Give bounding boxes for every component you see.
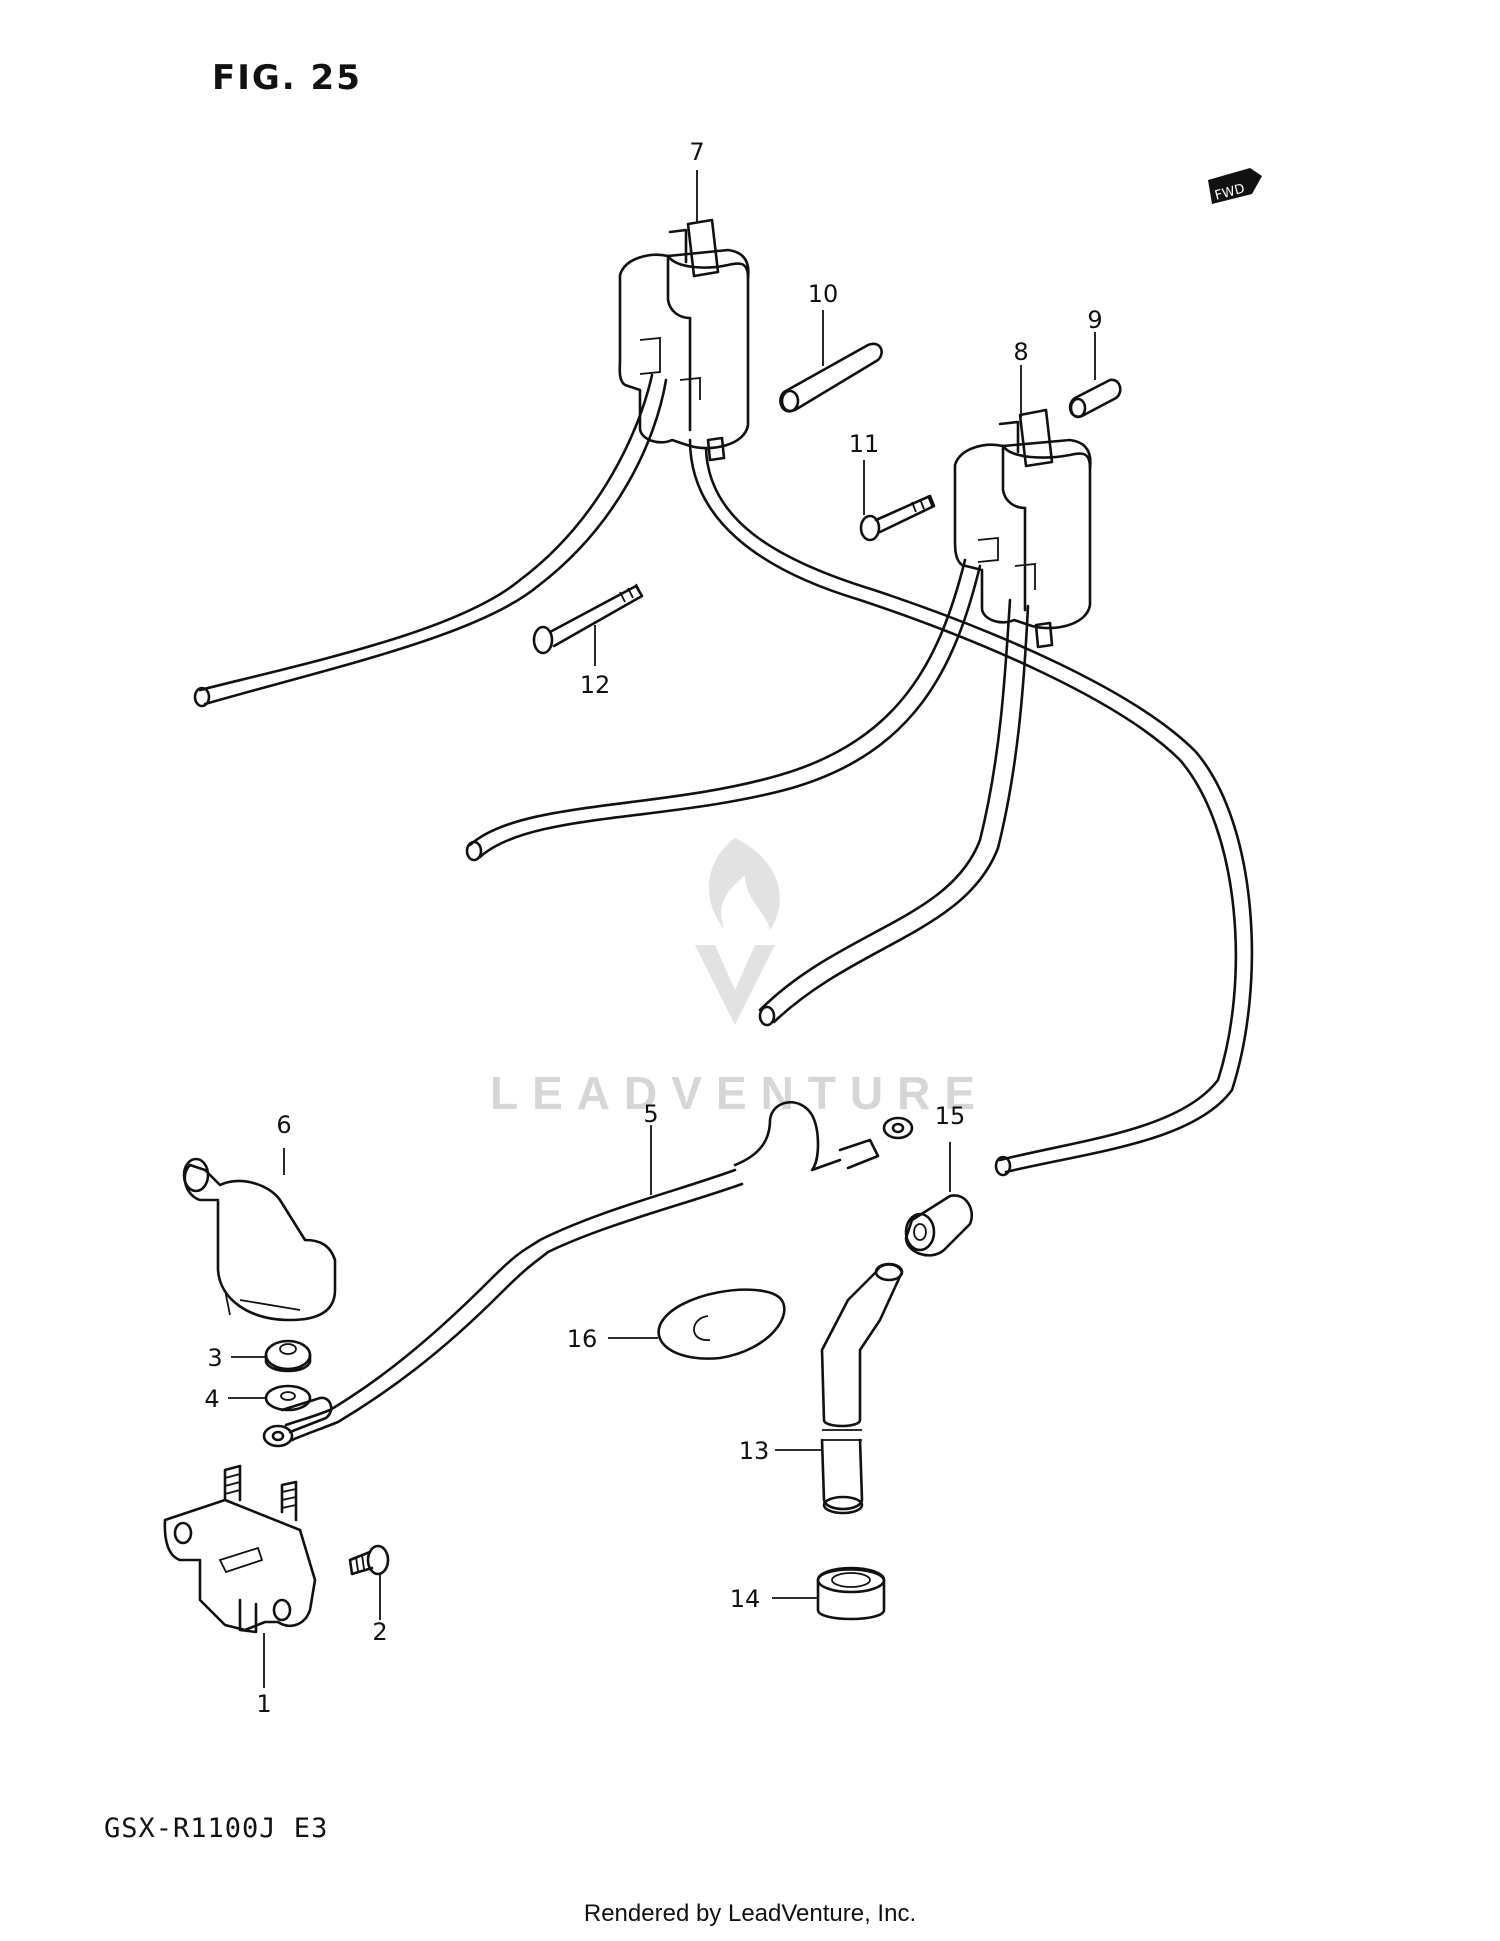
callout-16: 16 bbox=[567, 1325, 598, 1353]
cap-14 bbox=[816, 1566, 886, 1621]
grommet-16 bbox=[657, 1288, 786, 1360]
callout-5: 5 bbox=[643, 1100, 658, 1128]
spark-plug-cap-13 bbox=[820, 1262, 904, 1515]
washer-4 bbox=[264, 1384, 312, 1412]
nut-3 bbox=[264, 1339, 312, 1373]
bolt-12 bbox=[532, 583, 644, 655]
coil-8-lead-left bbox=[468, 558, 967, 847]
callout-13: 13 bbox=[739, 1437, 770, 1465]
footer-credit: Rendered by LeadVenture, Inc. bbox=[583, 1900, 917, 1927]
terminal-cover-6 bbox=[182, 1157, 337, 1322]
coil-7-lead-right bbox=[688, 438, 1238, 1162]
callout-11: 11 bbox=[849, 430, 880, 458]
wire-sleeve-9 bbox=[1068, 378, 1122, 419]
figure-title: FIG. 25 bbox=[212, 58, 362, 98]
watermark-text: LEADVENTURE bbox=[490, 1067, 990, 1119]
watermark-logo bbox=[695, 838, 780, 1025]
callout-6: 6 bbox=[276, 1111, 291, 1139]
callout-14: 14 bbox=[730, 1585, 761, 1613]
ignition-coil-8 bbox=[953, 408, 1092, 649]
coil-7-lead-left bbox=[198, 373, 654, 692]
callout-3: 3 bbox=[207, 1344, 222, 1372]
callout-9: 9 bbox=[1087, 306, 1102, 334]
callout-2: 2 bbox=[372, 1618, 387, 1646]
fwd-arrow-icon: FWD bbox=[1208, 168, 1262, 204]
cap-15 bbox=[904, 1194, 973, 1257]
screw-2 bbox=[348, 1544, 390, 1576]
wire-sleeve-10 bbox=[779, 342, 883, 413]
callout-10: 10 bbox=[808, 280, 839, 308]
callout-7: 7 bbox=[689, 138, 704, 166]
bolt-11 bbox=[859, 494, 936, 542]
starter-relay-1 bbox=[163, 1464, 317, 1634]
ground-lead-5 bbox=[262, 1100, 914, 1448]
callout-8: 8 bbox=[1013, 338, 1028, 366]
callout-12: 12 bbox=[580, 671, 611, 699]
model-code: GSX-R1100J E3 bbox=[104, 1813, 329, 1844]
callout-15: 15 bbox=[935, 1102, 966, 1130]
coil-8-lead-right bbox=[758, 598, 1012, 1012]
callout-1: 1 bbox=[256, 1690, 271, 1718]
ignition-coil-7 bbox=[618, 218, 750, 462]
leader-lines bbox=[228, 170, 1096, 1688]
callout-labels: 1 2 3 4 5 6 7 8 9 10 11 12 13 14 15 16 bbox=[204, 138, 1102, 1718]
callout-4: 4 bbox=[204, 1385, 219, 1413]
